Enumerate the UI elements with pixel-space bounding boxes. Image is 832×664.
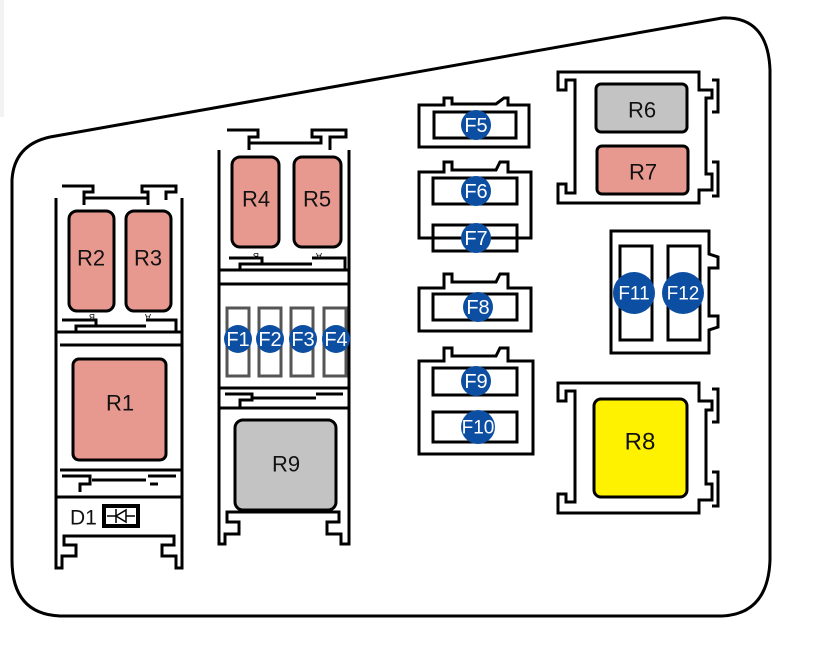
right-bottom-module xyxy=(556,381,720,515)
fuse-badge xyxy=(463,292,493,322)
fuse-label: F8 xyxy=(466,297,489,319)
fuse-label: F10 xyxy=(462,418,495,439)
relay-r5-label: R5 xyxy=(303,187,331,212)
diode-icon xyxy=(102,504,140,528)
fuse-badge xyxy=(224,325,252,353)
relay-r8-label: R8 xyxy=(625,429,656,456)
right-top-module xyxy=(556,70,720,205)
fuse-badge xyxy=(461,176,491,206)
fuse-f5[interactable]: F5 xyxy=(461,110,491,140)
fuse-f9[interactable]: F9 xyxy=(461,366,491,396)
fuse-label: F4 xyxy=(324,329,347,351)
left-module xyxy=(54,184,184,570)
fuse-label: F9 xyxy=(464,371,487,393)
fuse-label: F11 xyxy=(618,284,649,305)
fuse-f4[interactable]: F4 xyxy=(322,325,350,353)
relay-r7[interactable] xyxy=(595,144,690,196)
relay-r9[interactable] xyxy=(233,418,338,512)
middle-module xyxy=(217,128,351,546)
fuse-badge xyxy=(322,325,350,353)
relay-r5[interactable] xyxy=(292,155,343,249)
fuse-label: F2 xyxy=(258,329,281,351)
slot-marker-b-left: B xyxy=(89,312,95,322)
fuse-label: F6 xyxy=(464,181,487,203)
relay-r6-label: R6 xyxy=(628,98,656,123)
fuse-f7[interactable]: F7 xyxy=(461,223,491,253)
relay-r4[interactable] xyxy=(230,155,281,249)
fuse-f1[interactable]: F1 xyxy=(224,325,252,353)
relay-r2-label: R2 xyxy=(77,246,105,271)
fuse-f8[interactable]: F8 xyxy=(463,292,493,322)
fuse-f3[interactable]: F3 xyxy=(289,325,317,353)
fuse-f10[interactable]: F10 xyxy=(461,410,495,444)
relay-r2[interactable] xyxy=(67,209,116,313)
fuse-label: F1 xyxy=(226,329,249,351)
fuse-badge xyxy=(461,110,491,140)
fuse-f12[interactable]: F12 xyxy=(662,272,704,314)
relay-r3[interactable] xyxy=(124,209,173,313)
relay-r7-label: R7 xyxy=(629,160,657,185)
page-edge-strip xyxy=(0,0,4,117)
fuse-f2[interactable]: F2 xyxy=(256,325,284,353)
fuse-badge xyxy=(461,223,491,253)
relay-r1-label: R1 xyxy=(106,391,134,416)
housing-outline xyxy=(10,16,772,618)
diode-d1-label: D1 xyxy=(70,507,97,530)
fuse-badge xyxy=(461,366,491,396)
fuse-f6[interactable]: F6 xyxy=(461,176,491,206)
fuse-badge xyxy=(256,325,284,353)
fuse-badge xyxy=(662,272,704,314)
fuse-badge xyxy=(289,325,317,353)
relay-r3-label: R3 xyxy=(134,246,162,271)
fuse-label: F3 xyxy=(291,329,314,351)
slot-marker-a-left: A xyxy=(145,312,151,322)
relay-r6[interactable] xyxy=(594,82,689,134)
fuse-column xyxy=(417,96,535,456)
relay-r8[interactable] xyxy=(592,397,689,499)
relay-r4-label: R4 xyxy=(242,187,270,212)
fuse-badge xyxy=(613,272,655,314)
slot-marker-a-mid: A xyxy=(316,251,322,261)
fuse-f11[interactable]: F11 xyxy=(613,272,655,314)
relay-r9-label: R9 xyxy=(272,452,300,477)
fuse-label: F5 xyxy=(464,115,487,137)
relay-r1[interactable] xyxy=(71,357,168,462)
slot-marker-b-mid: B xyxy=(253,251,259,261)
fuse-label: F7 xyxy=(464,228,487,250)
fuse-label: F12 xyxy=(667,284,700,305)
fuse-badge xyxy=(461,410,495,444)
